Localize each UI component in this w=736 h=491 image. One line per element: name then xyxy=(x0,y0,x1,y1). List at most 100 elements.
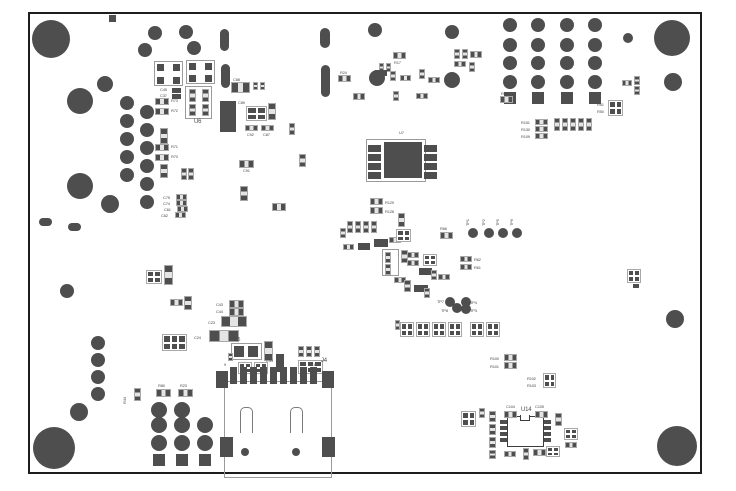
component-pad xyxy=(500,438,507,442)
pad xyxy=(431,256,435,259)
smd-component-h xyxy=(343,244,354,250)
ref-label-tp7: TP7 xyxy=(437,299,444,304)
component-pad xyxy=(544,420,551,424)
smd-component-h xyxy=(239,160,254,168)
smd-component-v xyxy=(578,118,584,131)
smd-component-h xyxy=(460,264,472,270)
via-pad xyxy=(444,72,460,88)
smd-component-v xyxy=(363,221,369,233)
component-pad xyxy=(250,367,257,384)
pad xyxy=(440,330,444,335)
via-pad xyxy=(560,56,574,70)
pad-group-2x2 xyxy=(543,373,556,388)
component-pad xyxy=(220,437,233,457)
ref-label-r80: R80 xyxy=(158,383,165,388)
smd-component-v xyxy=(398,213,405,227)
ref-label-r51: R51 xyxy=(597,102,604,107)
square-pad xyxy=(172,63,180,71)
ref-label-r102: R102 xyxy=(527,376,536,381)
component-pad xyxy=(424,145,437,152)
pad-group-2x2 xyxy=(432,322,446,337)
ref-label-c88: C88 xyxy=(233,77,240,82)
ref-label-l5: L5 xyxy=(235,337,241,343)
ref-label-c104: C104 xyxy=(506,404,515,409)
via-pad xyxy=(531,18,545,32)
component-pad xyxy=(368,145,381,152)
ref-label-r100: R100 xyxy=(490,356,499,361)
component-pad xyxy=(368,172,381,179)
pad xyxy=(566,430,570,433)
pad xyxy=(307,362,314,366)
via-pad xyxy=(67,88,93,114)
ref-label-c44: C44 xyxy=(216,309,223,314)
smd-component-v xyxy=(240,186,248,201)
component-pad xyxy=(310,367,317,384)
smd-component-h xyxy=(176,194,187,200)
smd-component-v xyxy=(555,413,562,426)
pad xyxy=(494,324,498,329)
slot-pad xyxy=(38,218,52,226)
pad xyxy=(635,277,639,281)
via-pad xyxy=(503,75,517,89)
pad-group-3x2 xyxy=(162,334,187,351)
ref-label-r42: R42 xyxy=(501,91,508,96)
pad xyxy=(456,330,460,335)
footprint-outline xyxy=(224,381,332,478)
ref-label-c105: C105 xyxy=(535,404,544,409)
via-pad xyxy=(468,228,478,238)
smd-component-h xyxy=(470,51,482,58)
ref-label-tp4: TP4 xyxy=(470,300,477,305)
ref-label-tp3: TP3 xyxy=(470,308,477,313)
square-pad xyxy=(156,76,164,84)
smd-component-h xyxy=(176,200,187,206)
smd-component-v xyxy=(554,118,560,131)
pad xyxy=(300,362,306,366)
smd-component-h xyxy=(155,154,169,161)
smd-component-v xyxy=(385,264,391,275)
footprint-outline xyxy=(231,343,262,360)
smd-component-h xyxy=(209,330,239,342)
component-pad xyxy=(240,367,247,384)
pad xyxy=(450,324,454,329)
smd-component-v xyxy=(586,118,592,131)
smd-component-h xyxy=(533,449,546,456)
via-pad xyxy=(91,387,105,401)
pad xyxy=(494,330,498,335)
square-pad xyxy=(188,62,196,70)
component-pad xyxy=(300,367,307,384)
smd-component-h xyxy=(428,77,440,83)
smd-component-v xyxy=(634,86,640,95)
pad xyxy=(478,324,482,329)
ref-label-r62: R62 xyxy=(474,257,481,262)
ref-label-1: 1 xyxy=(313,362,316,367)
via-pad xyxy=(101,195,119,213)
mounting-hole xyxy=(657,426,697,466)
smd-component-h xyxy=(231,82,250,93)
via-pad xyxy=(174,402,190,418)
via-pad xyxy=(445,297,455,307)
smd-component-h xyxy=(407,252,419,258)
via-pad xyxy=(560,18,574,32)
via-pad xyxy=(503,18,517,32)
square-pad xyxy=(153,454,165,466)
pad xyxy=(418,324,422,329)
pad xyxy=(548,452,552,455)
smd-component-v xyxy=(184,296,192,310)
component-pad xyxy=(322,371,334,388)
ref-label-c37: C37 xyxy=(160,93,167,98)
smd-component-h xyxy=(155,108,169,115)
smd-component-v xyxy=(454,49,460,59)
component-pad xyxy=(368,154,381,161)
ref-label-tp5: TP5 xyxy=(495,219,500,226)
via-pad xyxy=(503,38,517,52)
component-pad xyxy=(290,367,297,384)
via-pad xyxy=(623,33,633,43)
via-pad xyxy=(70,403,88,421)
component-pad xyxy=(500,426,507,430)
pad xyxy=(550,381,554,386)
via-pad xyxy=(91,336,105,350)
smd-component-v xyxy=(134,388,141,401)
via-pad xyxy=(445,25,459,39)
square-pad xyxy=(176,454,188,466)
